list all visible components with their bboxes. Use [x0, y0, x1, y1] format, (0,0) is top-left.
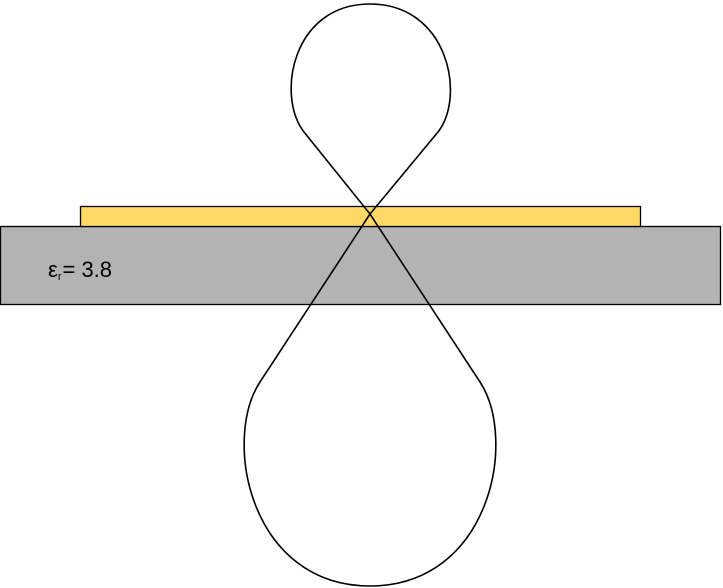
- radiation-pattern-upper-lobe: [290, 3, 452, 215]
- permittivity-label: εr= 3.8: [48, 257, 112, 283]
- substrate: [0, 225, 722, 306]
- permittivity-symbol: ε: [48, 257, 58, 282]
- permittivity-subscript: r: [58, 271, 62, 283]
- permittivity-value: = 3.8: [62, 257, 112, 282]
- patch: [79, 205, 642, 228]
- radiation-pattern-lower-lobe: [243, 213, 497, 587]
